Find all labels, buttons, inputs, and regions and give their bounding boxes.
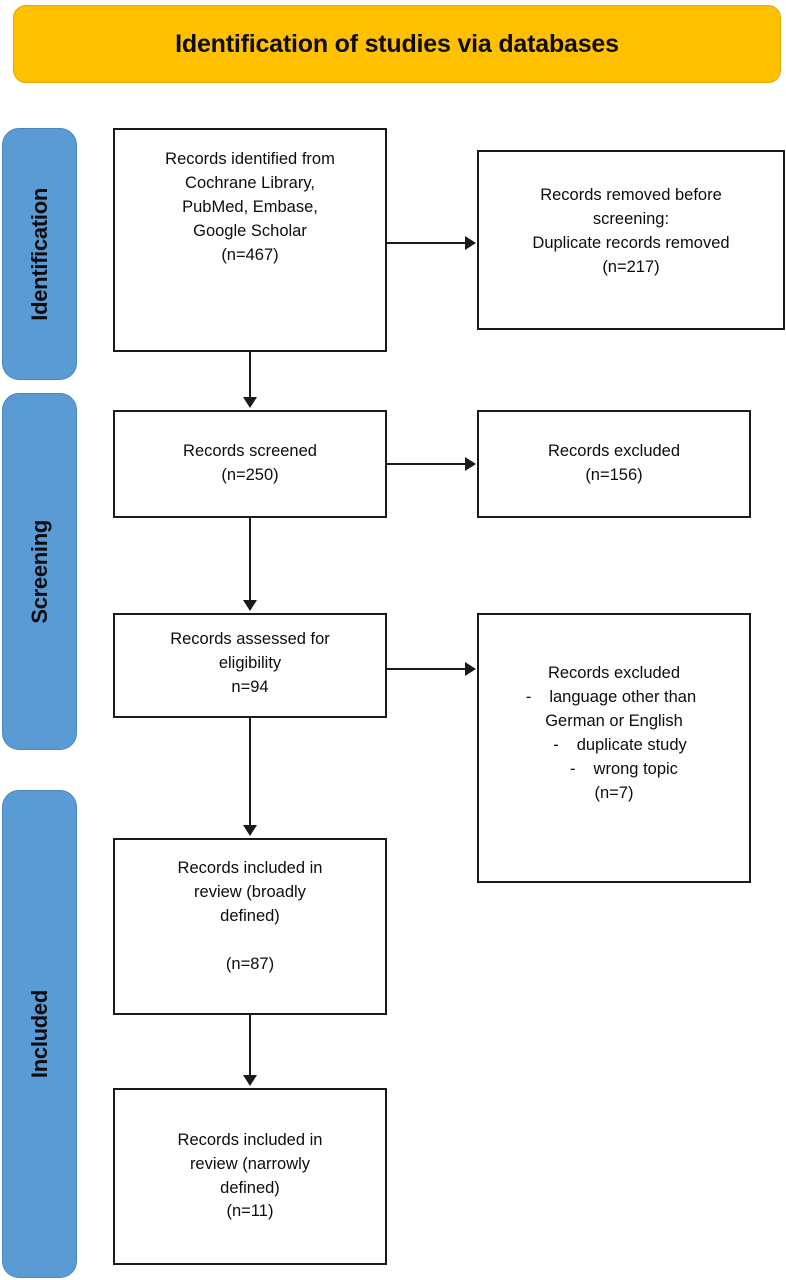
arrowhead-screened-to-eligibility — [243, 600, 257, 611]
box-records-screened-text: Records screened (n=250) — [183, 442, 317, 484]
exclusion-count: (n=7) — [594, 783, 634, 802]
connector-screened-to-eligibility — [249, 518, 251, 602]
box-records-screened: Records screened (n=250) — [113, 410, 387, 518]
exclusion-heading: Records excluded — [547, 664, 681, 682]
stage-label-included: Included — [26, 989, 52, 1079]
exclusion-reason-1-text: language other than — [549, 687, 697, 706]
box-records-removed-before-screening: Records removed before screening: Duplic… — [477, 150, 785, 330]
arrowhead-eligibility-to-excluded — [465, 662, 476, 676]
connector-identified-to-screened — [249, 352, 251, 399]
exclusion-reason-2: -duplicate study — [479, 734, 749, 758]
box-records-identified-text: Records identified from Cochrane Library… — [165, 150, 335, 264]
arrowhead-identified-to-screened — [243, 397, 257, 408]
box-records-included-narrowly: Records included in review (narrowly def… — [113, 1088, 387, 1265]
box-records-included-broadly: Records included in review (broadly defi… — [113, 838, 387, 1015]
box-records-excluded-eligibility: Records excluded -language other than Ge… — [477, 613, 751, 883]
stage-label-identification: Identification — [26, 187, 52, 321]
connector-eligibility-to-excluded — [387, 668, 467, 670]
box-records-assessed-eligibility-text: Records assessed for eligibility n=94 — [170, 630, 330, 696]
box-records-included-broadly-text: Records included in review (broadly defi… — [177, 859, 323, 973]
exclusion-reason-1: -language other than — [479, 686, 749, 710]
arrowhead-identified-to-removed — [465, 236, 476, 250]
exclusion-dash-1: - — [525, 687, 532, 706]
box-records-included-narrowly-text: Records included in review (narrowly def… — [177, 1130, 323, 1221]
stage-bar-identification: Identification — [2, 128, 77, 380]
exclusion-dash-3: - — [570, 759, 576, 778]
diagram-header-banner: Identification of studies via databases — [13, 5, 781, 83]
stage-label-screening: Screening — [26, 519, 52, 624]
connector-eligibility-to-included-broad — [249, 718, 251, 827]
page-title: Identification of studies via databases — [175, 29, 619, 58]
box-records-identified: Records identified from Cochrane Library… — [113, 128, 387, 352]
exclusion-reason-1-cont-text: German or English — [545, 711, 683, 730]
stage-bar-screening: Screening — [2, 393, 77, 750]
exclusion-reason-1-cont: German or English — [479, 710, 749, 734]
box-records-assessed-eligibility: Records assessed for eligibility n=94 — [113, 613, 387, 718]
exclusion-reason-3: -wrong topic — [479, 758, 749, 782]
arrowhead-screened-to-excluded — [465, 457, 476, 471]
arrowhead-included-broad-to-narrow — [243, 1075, 257, 1086]
box-records-removed-text: Records removed before screening: Duplic… — [532, 186, 730, 276]
exclusion-reason-3-text: wrong topic — [593, 759, 678, 778]
box-records-excluded-screening-text: Records excluded (n=156) — [547, 442, 681, 484]
box-records-excluded-screening: Records excluded (n=156) — [477, 410, 751, 518]
stage-bar-included: Included — [2, 790, 77, 1278]
connector-identified-to-removed — [387, 242, 467, 244]
exclusion-reason-list: Records excluded -language other than Ge… — [479, 615, 749, 806]
connector-screened-to-excluded — [387, 463, 467, 465]
connector-included-broad-to-narrow — [249, 1015, 251, 1077]
exclusion-dash-2: - — [553, 735, 559, 754]
arrowhead-eligibility-to-included-broad — [243, 825, 257, 836]
exclusion-reason-2-text: duplicate study — [576, 735, 687, 754]
